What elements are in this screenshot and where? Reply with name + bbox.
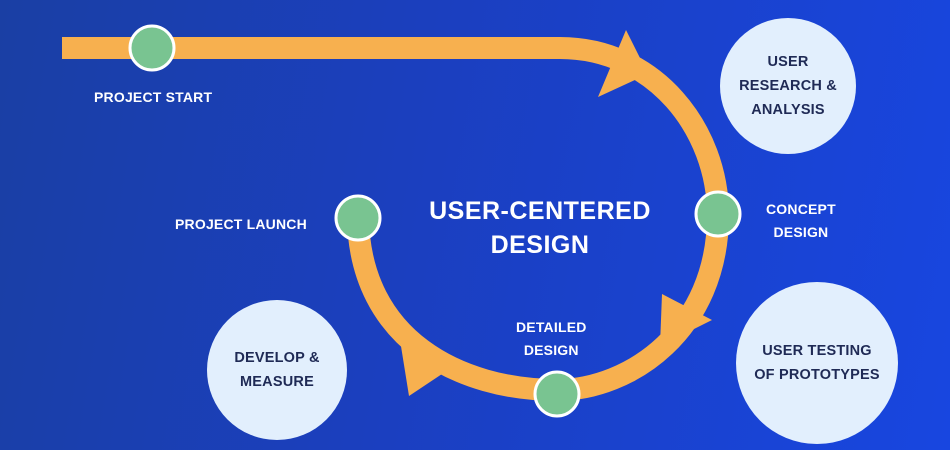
label-project-start: PROJECT START <box>94 89 213 105</box>
node-project-launch <box>334 194 382 242</box>
phase-user-research-text: USER RESEARCH & ANALYSIS <box>739 54 837 118</box>
phase-user-research: USER RESEARCH & ANALYSIS <box>720 18 856 154</box>
arrowhead-top <box>598 30 648 97</box>
process-path <box>62 37 729 401</box>
label-detailed-design: DETAILED DESIGN <box>516 319 587 358</box>
node-detailed-design <box>533 370 581 418</box>
diagram-title: USER-CENTERED DESIGN <box>429 197 651 259</box>
phase-user-testing: USER TESTING OF PROTOTYPES <box>736 282 898 444</box>
node-concept-design <box>694 190 742 238</box>
label-concept-design: CONCEPT DESIGN <box>766 201 836 240</box>
node-project-start <box>128 24 176 72</box>
label-project-launch: PROJECT LAUNCH <box>175 216 307 232</box>
phase-user-testing-text: USER TESTING OF PROTOTYPES <box>754 343 880 383</box>
phase-develop-measure-text: DEVELOP & MEASURE <box>234 350 320 390</box>
arrowhead-left <box>400 340 454 396</box>
phase-develop-measure: DEVELOP & MEASURE <box>207 300 347 440</box>
arrowhead-right <box>660 294 712 346</box>
